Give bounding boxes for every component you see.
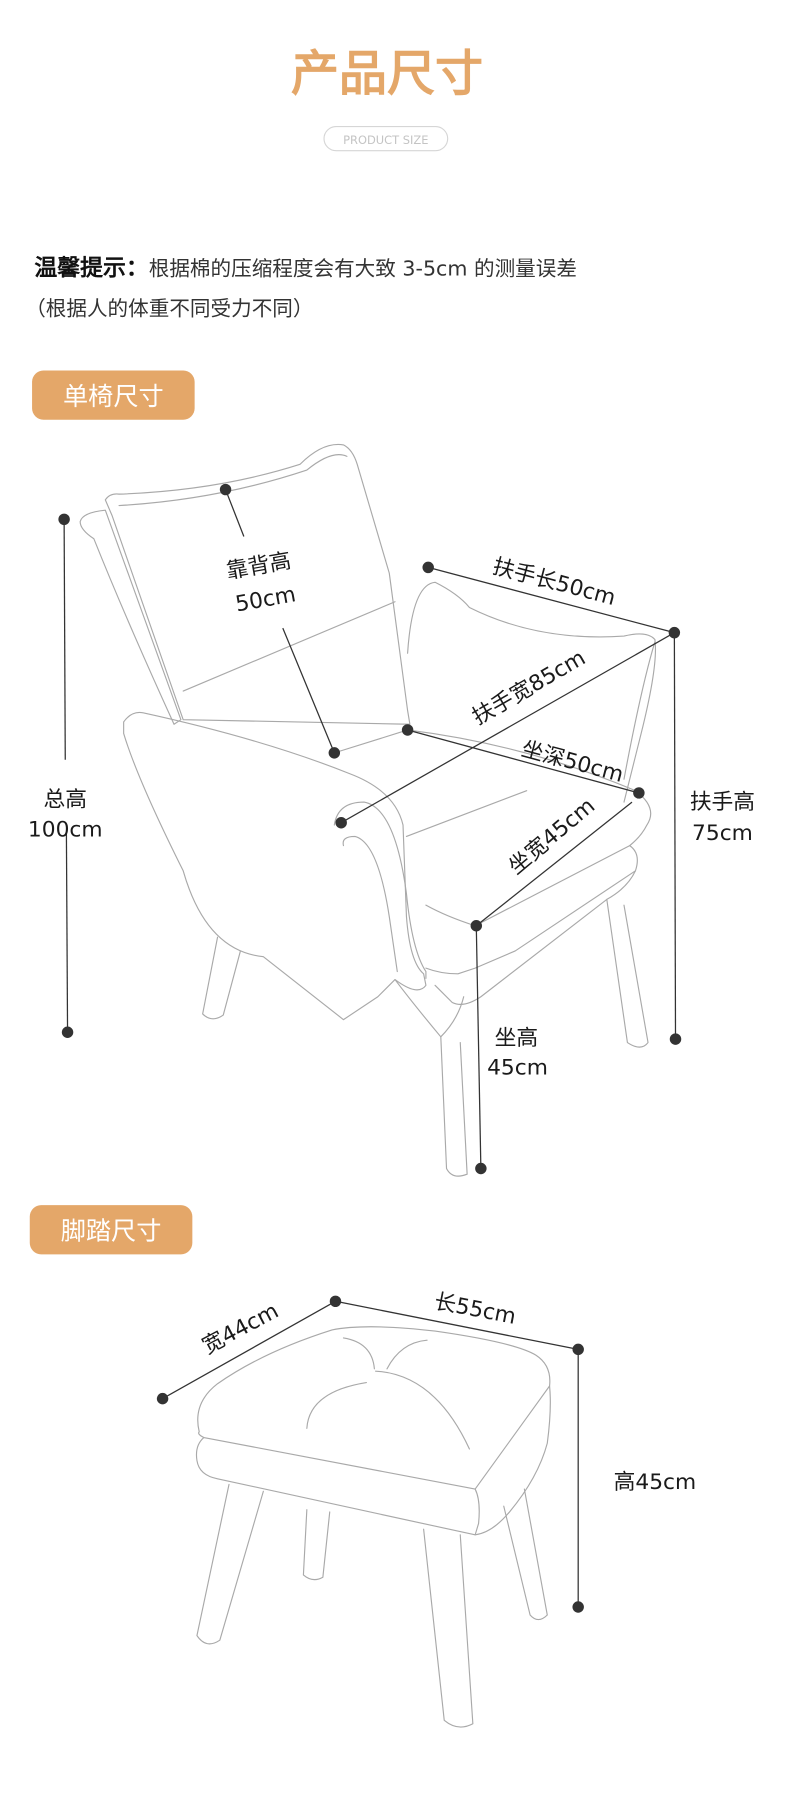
back-height-value: 50cm bbox=[234, 582, 298, 617]
footstool-height-label: 高45cm bbox=[614, 1470, 697, 1495]
chair-dimensions bbox=[58, 483, 682, 1175]
arm-length-label: 扶手长50cm bbox=[490, 554, 618, 611]
back-height-label: 靠背高 bbox=[225, 549, 294, 585]
arm-height-value: 75cm bbox=[692, 821, 753, 846]
total-height-label: 总高 bbox=[44, 788, 87, 813]
total-height-value: 100cm bbox=[28, 817, 103, 842]
page-subtitle: PRODUCT SIZE bbox=[343, 133, 428, 147]
tip-line-2: （根据人的体重不同受力不同） bbox=[25, 297, 313, 321]
tip-label: 温馨提示： bbox=[34, 254, 148, 281]
footstool-width-label: 宽44cm bbox=[198, 1299, 283, 1360]
footstool-section-title: 脚踏尺寸 bbox=[61, 1216, 162, 1245]
seat-height-value: 45cm bbox=[487, 1056, 548, 1081]
chair-illustration bbox=[79, 443, 657, 1177]
chair-section-badge bbox=[32, 370, 195, 420]
seat-width-label: 坐宽45cm bbox=[504, 794, 600, 880]
arm-width-label: 扶手宽85cm bbox=[468, 646, 590, 731]
subtitle-pill bbox=[323, 126, 449, 152]
seat-height-label: 坐高 bbox=[495, 1026, 539, 1051]
footstool-dimensions bbox=[156, 1295, 584, 1613]
chair-section-title: 单椅尺寸 bbox=[63, 382, 164, 411]
page-title: 产品尺寸 bbox=[291, 46, 483, 102]
seat-depth-label: 坐深50cm bbox=[519, 737, 626, 788]
tip-line-1: 温馨提示：根据棉的压缩程度会有大致 3-5cm 的测量误差 bbox=[34, 254, 577, 281]
tip-text: 根据棉的压缩程度会有大致 3-5cm 的测量误差 bbox=[149, 256, 577, 280]
footstool-illustration bbox=[195, 1326, 551, 1728]
arm-height-label: 扶手高 bbox=[690, 790, 755, 815]
footstool-section-badge bbox=[29, 1205, 193, 1255]
footstool-length-label: 长55cm bbox=[432, 1290, 518, 1330]
